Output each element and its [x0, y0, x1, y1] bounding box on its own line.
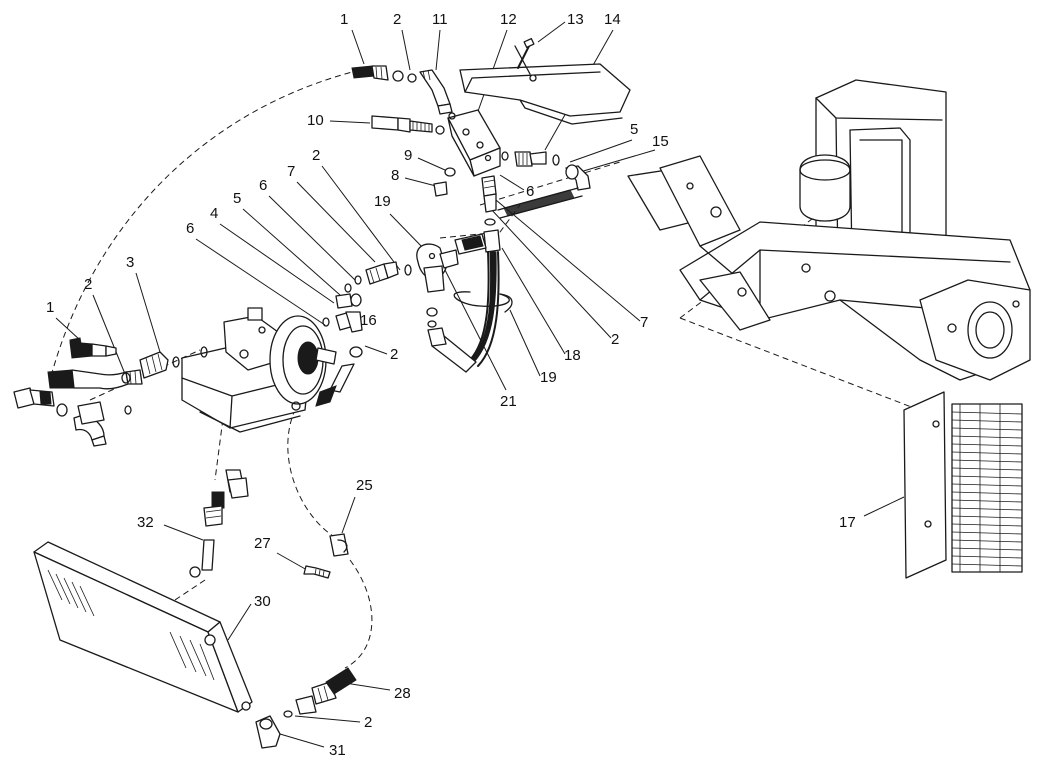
callout-11: 11: [432, 11, 448, 28]
callout-4: 4: [210, 205, 218, 222]
clamp-25: [329, 533, 349, 557]
elbow-fitting-11: [419, 69, 456, 120]
tee-fitting-21: [416, 233, 487, 328]
callout-13: 13: [567, 11, 584, 28]
top-bracket-plate: [459, 45, 631, 125]
hydraulic-pump: [181, 307, 337, 433]
left-hose-assembly: [13, 341, 208, 447]
callout-7-right: 7: [640, 314, 648, 331]
callout-5-right: 5: [630, 121, 638, 138]
bolt-27: [303, 565, 331, 579]
elbow-31: [255, 715, 281, 749]
callout-31: 31: [329, 742, 346, 759]
callout-19-lower: 19: [540, 369, 557, 386]
callout-27: 27: [254, 535, 271, 552]
oil-cooler-30: [33, 541, 253, 713]
callout-labels: 1 2 11 12 13 14 10 5 15 9 8 6 2 19 7 6 5…: [46, 11, 856, 759]
callout-10: 10: [307, 112, 324, 129]
bolt-13: [517, 37, 535, 69]
hose-28: [311, 667, 357, 705]
callout-16: 16: [360, 312, 377, 329]
engine-frame-assembly: [627, 79, 1031, 381]
fitting-7-center: [481, 175, 497, 226]
pump-side-hose: [315, 346, 363, 407]
leader-lines: [55, 21, 905, 748]
cooler-fins: [47, 569, 215, 681]
callout-2-top: 2: [393, 11, 401, 28]
callout-2-mid: 2: [312, 147, 320, 164]
fitting-14: [501, 151, 560, 167]
callout-2-lower: 2: [390, 346, 398, 363]
callout-2-right: 2: [611, 331, 619, 348]
clip-19: [453, 291, 513, 313]
callout-12: 12: [500, 11, 517, 28]
callout-2-left: 2: [84, 276, 92, 293]
callout-9: 9: [404, 147, 412, 164]
callout-5-left: 5: [233, 190, 241, 207]
fittings-4-5-6: [322, 283, 363, 333]
callout-6-left: 6: [259, 177, 267, 194]
hose-32: [189, 469, 249, 578]
hose-18: [427, 229, 501, 373]
callout-32: 32: [137, 514, 154, 531]
seal-9-and-fitting-8: [433, 167, 456, 197]
callout-17: 17: [839, 514, 856, 531]
callout-25: 25: [356, 477, 373, 494]
callout-1-top: 1: [340, 11, 348, 28]
callout-15: 15: [652, 133, 669, 150]
callout-7-top: 7: [287, 163, 295, 180]
callout-14: 14: [604, 11, 621, 28]
callout-21: 21: [500, 393, 517, 410]
fitting-2-bottom: [283, 695, 317, 718]
callout-2-bottom: 2: [364, 714, 372, 731]
callout-3: 3: [126, 254, 134, 271]
screen-slats: [951, 403, 1023, 573]
callout-6-center: 6: [526, 183, 534, 200]
callout-30: 30: [254, 593, 271, 610]
fitting-10: [371, 115, 445, 135]
callout-28: 28: [394, 685, 411, 702]
callout-18: 18: [564, 347, 581, 364]
callout-19-top: 19: [374, 193, 391, 210]
callout-8: 8: [391, 167, 399, 184]
callout-6-far-left: 6: [186, 220, 194, 237]
radiator-screen-17: [903, 391, 1023, 579]
hose-end-1-top: [351, 65, 417, 83]
fitting-7-left: [354, 261, 412, 285]
fitting-1-left: [69, 337, 83, 353]
elbow-15-hose: [497, 164, 591, 219]
callout-1-left: 1: [46, 299, 54, 316]
valve-manifold-block: [447, 109, 501, 177]
